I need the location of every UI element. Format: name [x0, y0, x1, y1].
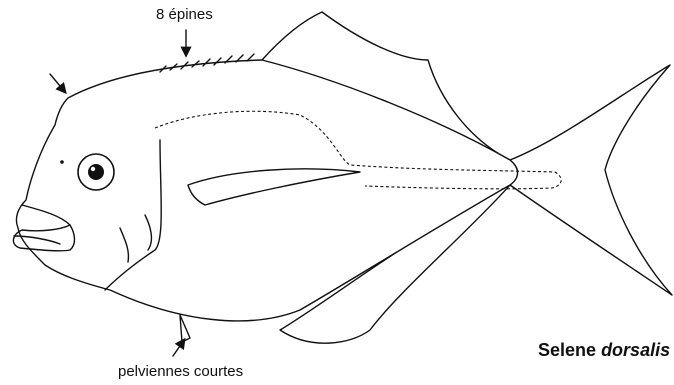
nostril [60, 160, 64, 164]
pelvic-fin [180, 315, 190, 342]
pelvic-label: pelviennes courtes [118, 363, 243, 380]
species-epithet: dorsalis [601, 340, 670, 360]
species-name: Selene dorsalis [538, 340, 670, 361]
head-arrow [50, 74, 65, 92]
spines-label: 8 épines [156, 6, 213, 23]
pelvic-arrow [173, 340, 184, 356]
caudal-fin [510, 65, 672, 295]
pupil [88, 164, 104, 180]
species-genus: Selene [538, 340, 596, 360]
